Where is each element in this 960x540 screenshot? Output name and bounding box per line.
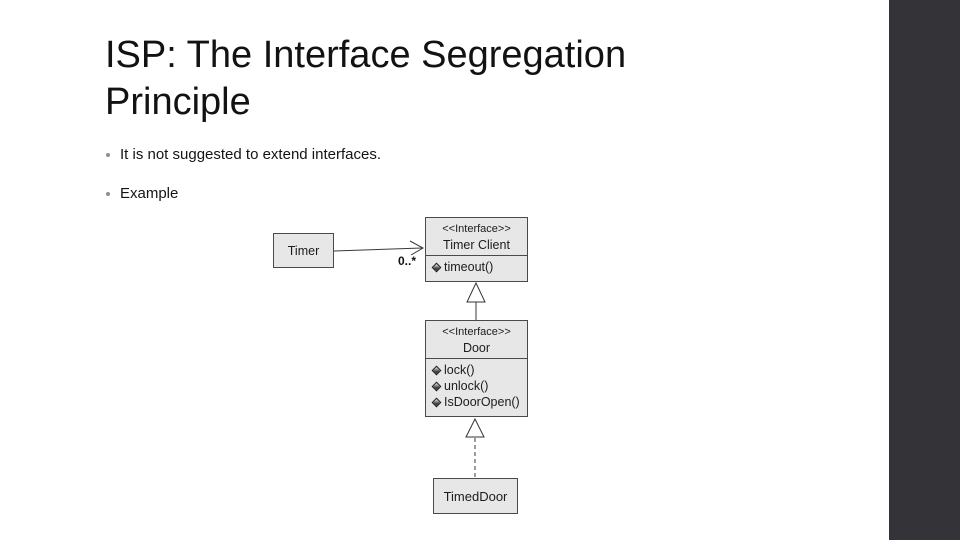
uml-method-name: timeout() (444, 260, 494, 274)
uml-stereotype: <<Interface>> (442, 326, 511, 338)
uml-method-name: IsDoorOpen() (444, 395, 520, 409)
bullet-text: It is not suggested to extend interfaces… (120, 146, 381, 163)
uml-class-name: Timer Client (443, 238, 510, 252)
association-multiplicity-label: 0..* (397, 254, 416, 268)
method-visibility-icon (431, 262, 442, 272)
uml-methods: timeout() (426, 256, 527, 275)
uml-stereotype: <<Interface>> (442, 223, 511, 235)
uml-header: <<Interface>> Door (426, 321, 527, 359)
method-visibility-icon (431, 365, 442, 375)
uml-class-name: TimedDoor (443, 488, 508, 504)
uml-method-name: lock() (444, 363, 475, 377)
uml-class-name: Door (462, 341, 491, 355)
uml-method: unlock() (431, 378, 525, 394)
bullet-dot-icon (106, 153, 110, 157)
uml-class-timeddoor: TimedDoor (433, 478, 518, 514)
uml-method: timeout() (431, 259, 525, 275)
uml-method-name: unlock() (444, 379, 489, 393)
right-accent-bar (889, 0, 960, 540)
association-line (333, 247, 423, 252)
uml-method: IsDoorOpen() (431, 394, 525, 410)
bullet-dot-icon (106, 192, 110, 196)
uml-methods: lock() unlock() IsDoorOpen() (426, 359, 527, 410)
uml-interface-door: <<Interface>> Door lock() unlock() IsDoo… (425, 320, 528, 417)
uml-interface-timer-client: <<Interface>> Timer Client timeout() (425, 217, 528, 282)
uml-class-name: Timer (287, 243, 320, 258)
slide-title: ISP: The Interface Segregation Principle (105, 34, 627, 123)
method-visibility-icon (431, 381, 442, 391)
bullet-list: It is not suggested to extend interfaces… (104, 146, 744, 224)
bullet-item: It is not suggested to extend interfaces… (104, 146, 744, 164)
uml-header: <<Interface>> Timer Client (426, 218, 527, 256)
bullet-text: Example (120, 185, 179, 202)
method-visibility-icon (431, 397, 442, 407)
realization-triangle-icon (465, 417, 485, 438)
bullet-item: Example (104, 185, 744, 203)
association-arrowhead-icon (409, 240, 425, 256)
uml-class-timer: Timer (273, 233, 334, 268)
uml-method: lock() (431, 362, 525, 378)
generalization-triangle-icon (466, 281, 486, 303)
